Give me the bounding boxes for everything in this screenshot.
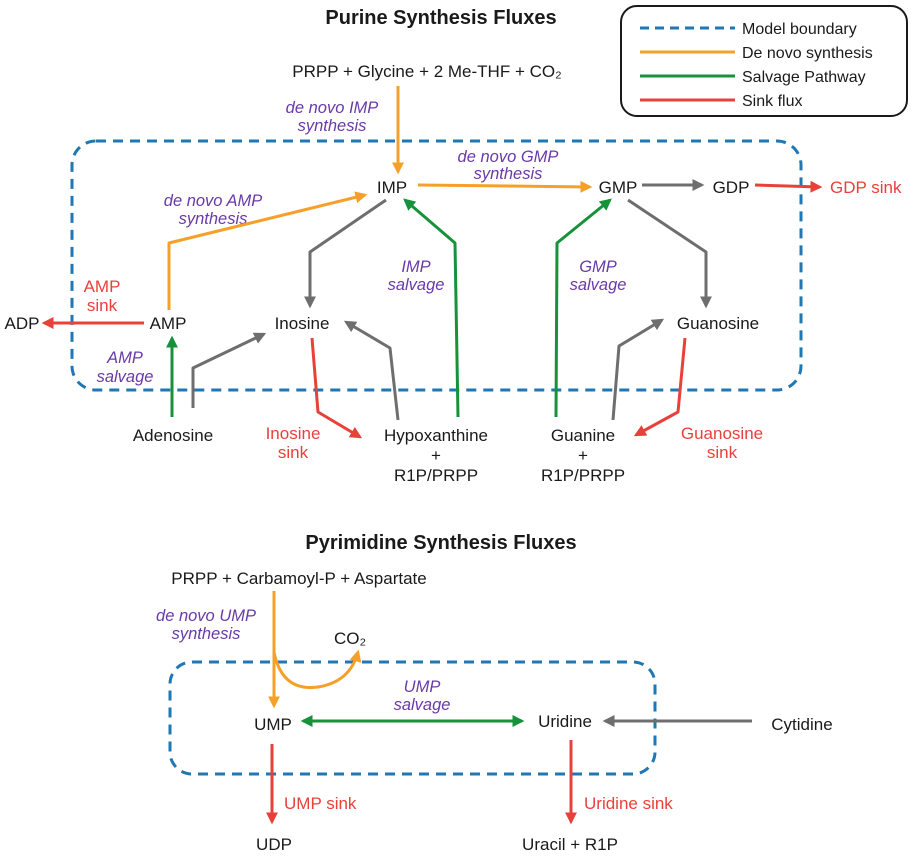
label-denovo-amp-1: de novo AMP	[164, 192, 262, 210]
legend: Model boundary De novo synthesis Salvage…	[620, 5, 908, 117]
node-imp: IMP	[377, 178, 407, 197]
node-adenosine: Adenosine	[133, 426, 213, 445]
label-ump-sink: UMP sink	[284, 794, 357, 813]
arrow-hypoxanthine-inosine	[343, 320, 400, 421]
node-gdp: GDP	[713, 178, 750, 197]
node-cytidine: Cytidine	[771, 715, 832, 734]
node-ump: UMP	[254, 715, 292, 734]
arrow-gmp-salvage	[554, 198, 612, 418]
label-denovo-ump-1: de novo UMP	[156, 607, 256, 625]
arrow-co2-release	[272, 649, 362, 690]
label-gdp-sink: GDP sink	[830, 178, 902, 197]
label-denovo-gmp-1: de novo GMP	[458, 148, 559, 166]
node-r1p-prpp-guanine: R1P/PRPP	[541, 466, 625, 485]
node-plus-hypoxanthine: +	[431, 446, 441, 465]
label-inosine-sink-1: Inosine	[266, 424, 321, 443]
node-prpp-carbamoyl: PRPP + Carbamoyl-P + Aspartate	[171, 569, 426, 588]
node-amp: AMP	[150, 314, 187, 333]
node-co2: CO₂	[334, 629, 366, 648]
node-inosine: Inosine	[275, 314, 330, 333]
legend-label-denovo: De novo synthesis	[742, 45, 873, 62]
node-gmp: GMP	[599, 178, 638, 197]
node-guanosine: Guanosine	[677, 314, 759, 333]
purine-title: Purine Synthesis Fluxes	[325, 7, 556, 29]
arrow-guanine-guanosine	[611, 318, 665, 421]
pyrimidine-title: Pyrimidine Synthesis Fluxes	[305, 532, 576, 554]
label-ump-salvage-1: UMP	[404, 678, 441, 696]
arrow-inosine-sink	[310, 337, 363, 439]
label-uridine-sink: Uridine sink	[584, 794, 673, 813]
node-hypoxanthine: Hypoxanthine	[384, 426, 488, 445]
label-amp-salvage-1: AMP	[106, 349, 143, 367]
node-r1p-prpp-hypoxanthine: R1P/PRPP	[394, 466, 478, 485]
label-imp-salvage-2: salvage	[388, 276, 445, 294]
label-gmp-salvage-1: GMP	[579, 258, 617, 276]
node-guanine: Guanine	[551, 426, 615, 445]
arrow-denovo-gmp	[417, 180, 593, 193]
label-amp-salvage-2: salvage	[97, 368, 154, 386]
label-guanosine-sink-1: Guanosine	[681, 424, 763, 443]
label-amp-sink-1: AMP	[84, 277, 121, 296]
label-denovo-imp-2: synthesis	[298, 117, 367, 135]
label-ump-salvage-2: salvage	[394, 696, 451, 714]
label-inosine-sink-2: sink	[278, 443, 309, 462]
label-guanosine-sink-2: sink	[707, 443, 738, 462]
arrow-denovo-amp	[167, 191, 368, 310]
legend-label-sink: Sink flux	[742, 93, 802, 110]
node-plus-guanine: +	[578, 446, 588, 465]
legend-box	[620, 5, 908, 117]
label-denovo-gmp-2: synthesis	[474, 165, 543, 183]
arrow-imp-salvage	[403, 198, 460, 418]
legend-label-boundary: Model boundary	[742, 21, 857, 38]
purine-model-boundary	[70, 139, 803, 392]
arrow-gmp-guanosine	[627, 198, 712, 309]
arrow-guanosine-sink	[633, 337, 687, 437]
arrow-imp-inosine	[304, 198, 387, 309]
node-uracil-r1p: Uracil + R1P	[522, 835, 618, 854]
node-uridine: Uridine	[538, 712, 592, 731]
node-prpp-glycine: PRPP + Glycine + 2 Me-THF + CO₂	[292, 62, 561, 81]
label-gmp-salvage-2: salvage	[570, 276, 627, 294]
label-denovo-amp-2: synthesis	[179, 210, 248, 228]
label-denovo-ump-2: synthesis	[172, 625, 241, 643]
label-amp-sink-2: sink	[87, 296, 118, 315]
label-denovo-imp-1: de novo IMP	[286, 99, 379, 117]
node-adp: ADP	[5, 314, 40, 333]
legend-label-salvage: Salvage Pathway	[742, 69, 866, 86]
arrow-adenosine-inosine	[191, 332, 267, 408]
label-imp-salvage-1: IMP	[401, 258, 430, 276]
node-udp: UDP	[256, 835, 292, 854]
arrow-gdp-sink	[754, 180, 823, 193]
